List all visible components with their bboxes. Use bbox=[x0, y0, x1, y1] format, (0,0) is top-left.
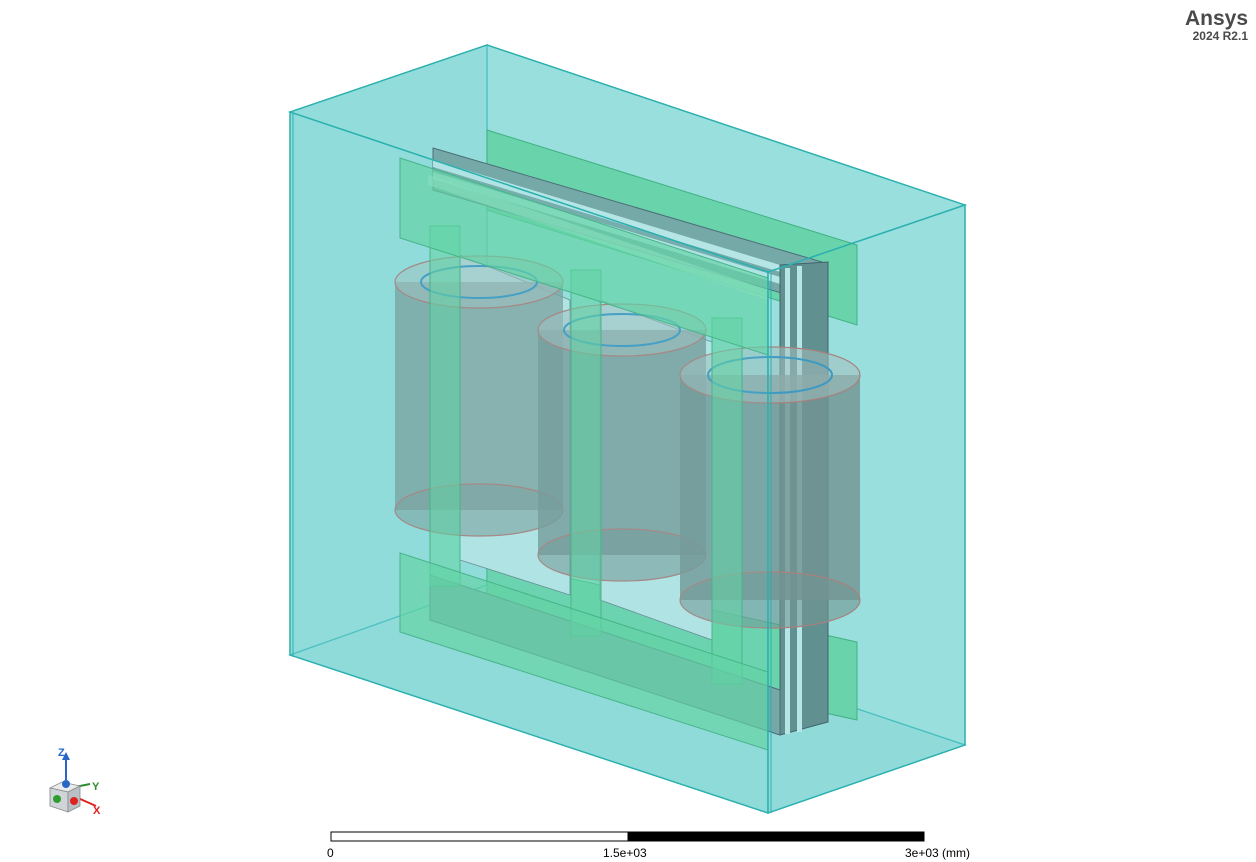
axis-triad[interactable]: Z Y X bbox=[40, 740, 120, 820]
coil-right-inner bbox=[707, 356, 833, 394]
coil-right[interactable] bbox=[679, 317, 861, 685]
core-top-yoke-lamination bbox=[433, 160, 790, 275]
z-axis-marker bbox=[62, 780, 70, 788]
z-axis-arrow bbox=[62, 752, 70, 760]
brand-version: 2024 R2.1 bbox=[1192, 29, 1248, 43]
z-axis-label: Z bbox=[58, 747, 65, 759]
scale-bar bbox=[330, 831, 925, 842]
coil-middle-inner bbox=[563, 313, 681, 347]
x-axis-line bbox=[77, 797, 97, 807]
x-axis-label: X bbox=[93, 805, 101, 817]
coil-right-leg-clamp bbox=[711, 317, 743, 685]
scale-label-start: 0 bbox=[327, 846, 334, 860]
front-clamps[interactable] bbox=[399, 157, 769, 751]
scale-label-mid: 1.5e+03 bbox=[603, 846, 647, 860]
front-top-clamp-inner bbox=[428, 175, 768, 300]
y-axis-marker bbox=[53, 795, 61, 803]
coil-middle-body bbox=[538, 330, 706, 555]
y-axis-label: Y bbox=[92, 781, 100, 793]
coil-left-leg-clamp bbox=[429, 225, 461, 587]
scale-bar-white bbox=[330, 831, 629, 842]
brand-name: Ansys bbox=[1184, 7, 1248, 30]
enclosure-right-face bbox=[767, 204, 966, 814]
enclosure-front[interactable] bbox=[287, 44, 968, 814]
coil-right-body bbox=[680, 375, 860, 600]
coil-left-body bbox=[395, 282, 563, 510]
brand-logo: Ansys 2024 R2.1 bbox=[1184, 7, 1248, 43]
x-axis-marker bbox=[70, 797, 78, 805]
scale-bar-black bbox=[627, 831, 925, 842]
scale-label-end: 3e+03 (mm) bbox=[905, 846, 971, 860]
coil-left[interactable] bbox=[394, 225, 564, 587]
coil-middle-leg-clamp bbox=[570, 269, 602, 637]
